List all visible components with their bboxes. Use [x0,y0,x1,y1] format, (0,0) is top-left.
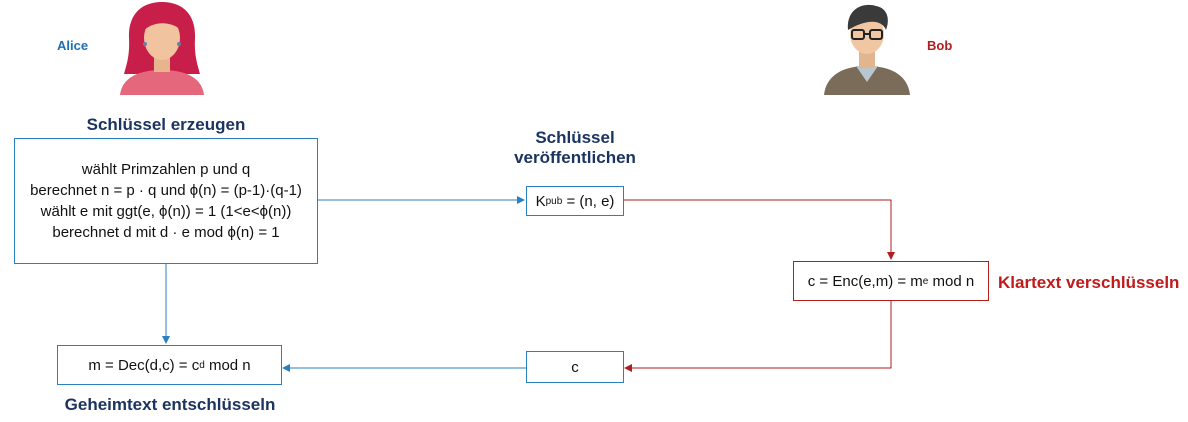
public-key-rest: = (n, e) [562,192,615,210]
keygen-line-2: berechnet n = p · q und ϕ(n) = (p-1)·(q-… [30,182,302,199]
public-key-sub: pub [545,195,563,207]
ciphertext-text: c [571,358,579,376]
ciphertext-box: c [526,351,624,383]
alice-avatar [120,2,204,95]
heading-publish-line1: Schlüssel [535,128,615,147]
arrow-publickey-to-encrypt [624,199,895,260]
keygen-lines: wählt Primzahlen p und q berechnet n = p… [30,159,302,243]
encrypt-text: c = Enc(e,m) = m [807,272,923,290]
heading-generate-key: Schlüssel erzeugen [86,115,246,134]
bob-label: Bob [927,38,953,53]
keygen-line-3: wählt e mit ggt(e, ϕ(n)) = 1 (1<e<ϕ(n)) [40,203,292,220]
alice-label: Alice [57,38,89,53]
keygen-line-4: berechnet d mit d · e mod ϕ(n) = 1 [52,224,280,241]
bob-avatar [824,4,910,95]
encrypt-sup: e [922,275,929,287]
decrypt-sup: d [199,359,205,371]
decrypt-rest: mod n [204,356,251,374]
heading-encrypt: Klartext verschlüsseln [998,273,1180,292]
heading-decrypt: Geheimtext entschlüsseln [64,395,276,414]
encrypt-rest: mod n [928,272,975,290]
keygen-box: wählt Primzahlen p und q berechnet n = p… [14,138,318,264]
arrow-encrypt-to-cipher [624,301,892,372]
heading-publish-key: Schlüssel veröffentlichen [480,128,670,168]
keygen-line-1: wählt Primzahlen p und q [81,161,251,178]
heading-publish-line2: veröffentlichen [514,148,636,167]
public-key-k: K [535,192,546,210]
decrypt-text: m = Dec(d,c) = c [88,356,200,374]
